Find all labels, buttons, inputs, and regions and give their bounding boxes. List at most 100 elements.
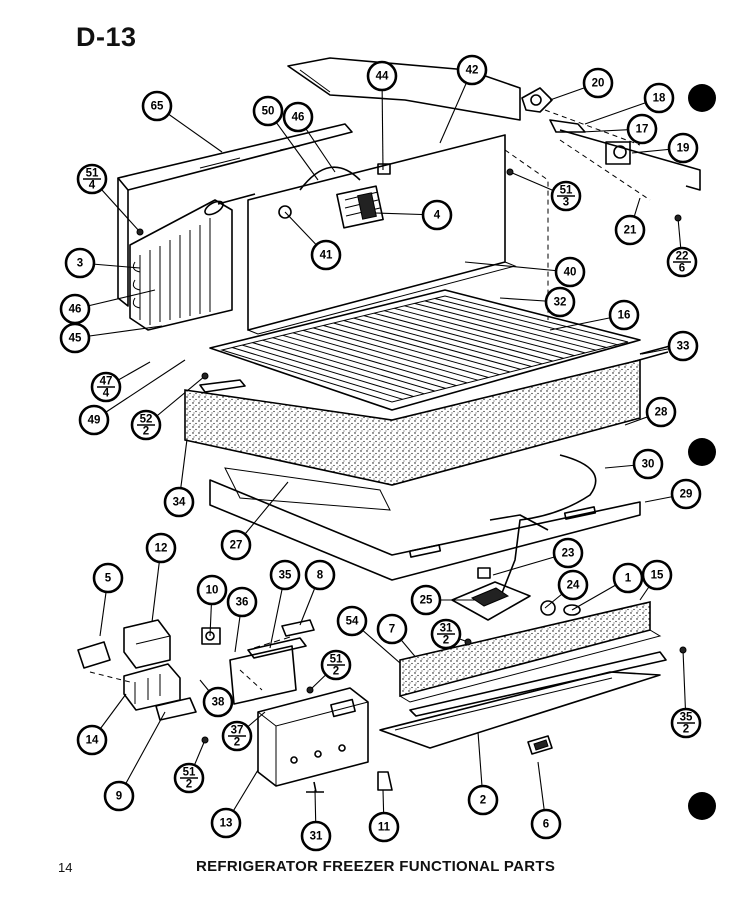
callout-c27: 27 <box>220 529 252 561</box>
callout-den: 2 <box>186 779 192 791</box>
callout-c28: 28 <box>645 396 677 428</box>
callout-c15: 15 <box>641 559 673 591</box>
part-screws <box>136 168 687 744</box>
callout-c1: 1 <box>612 562 644 594</box>
callout-c33: 33 <box>667 330 699 362</box>
callout-c20: 20 <box>582 67 614 99</box>
callout-c31-2a: 312 <box>430 618 462 650</box>
callout-label: 35 <box>279 570 292 582</box>
callout-c34: 34 <box>163 486 195 518</box>
callout-c47-4: 474 <box>90 371 122 403</box>
diagram-code: D-13 <box>76 22 137 52</box>
callout-circle <box>582 67 614 99</box>
callout-label: 8 <box>317 570 324 582</box>
callout-label: 28 <box>655 407 668 419</box>
callout-label: 41 <box>320 250 333 262</box>
callout-label: 45 <box>69 333 82 345</box>
part-freezer-shelf <box>209 289 641 411</box>
callout-label: 29 <box>680 489 693 501</box>
callout-label: 54 <box>346 616 359 628</box>
callout-num: 51 <box>86 168 99 180</box>
callout-circle <box>59 322 91 354</box>
callout-label: 46 <box>69 304 82 316</box>
callout-c40: 40 <box>554 256 586 288</box>
callout-c31: 31 <box>300 820 332 852</box>
callout-label: 31 <box>310 831 323 843</box>
callout-c46b: 46 <box>282 101 314 133</box>
callout-label: 33 <box>677 341 690 353</box>
callout-circle <box>667 330 699 362</box>
callout-circle <box>530 808 562 840</box>
callout-den: 2 <box>443 635 449 647</box>
callout-circle <box>196 574 228 606</box>
callout-label: 13 <box>220 818 233 830</box>
part-back-panel <box>247 134 549 335</box>
callout-circle <box>92 562 124 594</box>
callout-label: 1 <box>625 573 632 585</box>
callout-label: 49 <box>88 415 101 427</box>
callout-label: 50 <box>262 106 275 118</box>
callout-circle <box>220 529 252 561</box>
callout-c50: 50 <box>252 95 284 127</box>
page-number: 14 <box>58 860 73 875</box>
callout-den: 6 <box>679 263 685 275</box>
callout-label: 30 <box>642 459 655 471</box>
callout-circle <box>269 559 301 591</box>
callout-num: 51 <box>560 185 573 197</box>
callout-label: 34 <box>173 497 186 509</box>
callout-c16: 16 <box>608 299 640 331</box>
callout-c52-2: 522 <box>130 409 162 441</box>
registration-dot-top <box>688 84 716 112</box>
callout-c24: 24 <box>557 569 589 601</box>
callout-circle <box>626 113 658 145</box>
callout-label: 42 <box>466 65 479 77</box>
callout-circle <box>421 199 453 231</box>
callout-c6: 6 <box>530 808 562 840</box>
callout-c21: 21 <box>614 214 646 246</box>
callout-circle <box>141 90 173 122</box>
callout-c32: 32 <box>544 286 576 318</box>
callout-c51-4a: 514 <box>76 163 108 195</box>
callout-circle <box>410 584 442 616</box>
callout-circle <box>76 724 108 756</box>
callout-label: 9 <box>116 791 122 803</box>
callout-c2: 2 <box>467 784 499 816</box>
callout-num: 35 <box>680 712 693 724</box>
callout-c13: 13 <box>210 807 242 839</box>
callout-c35-2: 352 <box>670 707 702 739</box>
callout-label: 17 <box>636 124 649 136</box>
part-mullion-strip <box>399 600 667 717</box>
callout-label: 6 <box>543 819 549 831</box>
part-partition-insulation <box>184 358 641 486</box>
callout-circle <box>643 82 675 114</box>
leader-line-c9 <box>118 711 166 797</box>
callout-label: 2 <box>480 795 486 807</box>
callout-c36: 36 <box>226 586 258 618</box>
part-control-components <box>77 619 315 721</box>
callout-label: 27 <box>230 540 243 552</box>
callout-c7: 7 <box>376 613 408 645</box>
callout-den: 2 <box>234 737 240 749</box>
callout-circle <box>336 605 368 637</box>
callout-label: 19 <box>677 143 690 155</box>
callout-label: 44 <box>376 71 389 83</box>
callout-label: 3 <box>77 258 83 270</box>
callout-c5: 5 <box>92 562 124 594</box>
leader-line-c49 <box>93 359 186 421</box>
callout-label: 25 <box>420 595 433 607</box>
callout-den: 2 <box>683 724 689 736</box>
callout-c41: 41 <box>310 239 342 271</box>
callout-c19: 19 <box>667 132 699 164</box>
callout-c42: 42 <box>456 54 488 86</box>
callout-c46a: 46 <box>59 293 91 325</box>
callout-den: 4 <box>89 180 96 192</box>
callout-num: 51 <box>183 767 196 779</box>
callout-circle <box>163 486 195 518</box>
callout-c29: 29 <box>670 478 702 510</box>
callout-num: 47 <box>100 376 113 388</box>
part-trim-strip <box>379 671 661 749</box>
callout-circle <box>366 60 398 92</box>
callout-circle <box>103 780 135 812</box>
part-control-housing <box>257 687 393 793</box>
